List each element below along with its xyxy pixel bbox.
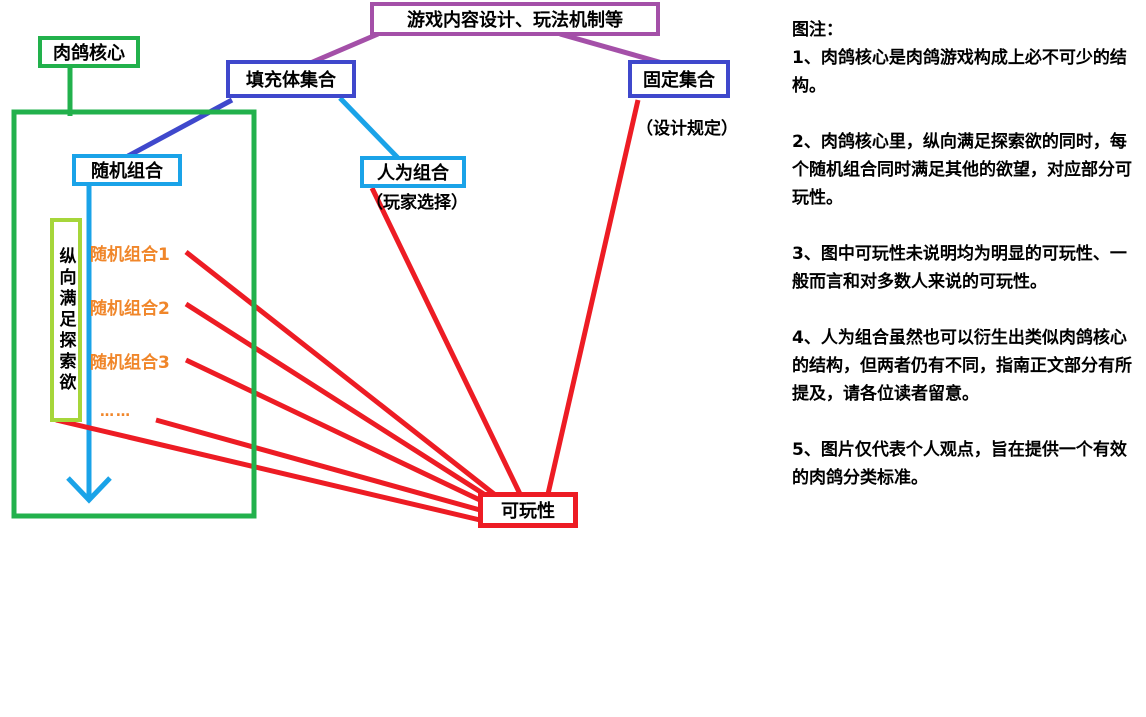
node-random-1: 随机组合1 xyxy=(90,245,170,265)
link-dots-play xyxy=(155,417,481,513)
legend-item-2: 2、肉鸽核心里，纵向满足探索欲的同时，每个随机组合同时满足其他的欲望，对应部分可… xyxy=(792,132,1132,208)
node-random: 随机组合 xyxy=(72,154,182,186)
node-dots: …… xyxy=(100,404,132,420)
link-filler-human xyxy=(338,96,400,160)
node-playability: 可玩性 xyxy=(478,492,578,528)
node-fixed: 固定集合 xyxy=(628,60,730,98)
node-filler: 填充体集合 xyxy=(226,60,356,98)
legend-title: 图注： xyxy=(792,20,843,40)
node-core-text: 肉鸽核心 xyxy=(53,43,125,64)
legend-item-3: 3、图中可玩性未说明均为明显的可玩性、一般而言和对多数人来说的可玩性。 xyxy=(792,244,1127,292)
node-top: 游戏内容设计、玩法机制等 xyxy=(370,2,660,36)
link-r3-play xyxy=(184,357,486,505)
link-human-play xyxy=(369,186,523,496)
legend-item-4: 4、人为组合虽然也可以衍生出类似肉鸽核心的结构，但两者仍有不同，指南正文部分有所… xyxy=(792,328,1132,404)
vertical-arrow-head xyxy=(66,476,112,504)
node-fixed-label: 固定集合 xyxy=(643,70,715,91)
link-r1-play xyxy=(184,250,496,496)
link-filler-random xyxy=(126,97,234,159)
legend-item-1: 1、肉鸽核心是肉鸽游戏构成上必不可少的结构。 xyxy=(792,48,1127,96)
node-fixed-note: （设计规定） xyxy=(636,119,738,139)
node-random-label: 随机组合 xyxy=(91,161,163,182)
node-human-label: 人为组合 xyxy=(377,163,449,184)
node-playability-label: 可玩性 xyxy=(501,501,555,522)
link-top-fixed xyxy=(559,31,667,67)
legend: 图注： 1、肉鸽核心是肉鸽游戏构成上必不可少的结构。 2、肉鸽核心里，纵向满足探… xyxy=(792,16,1132,520)
legend-item-5: 5、图片仅代表个人观点，旨在提供一个有效的肉鸽分类标准。 xyxy=(792,440,1127,488)
core-region xyxy=(11,109,257,519)
node-vertical: 纵向满足探索欲 xyxy=(50,218,82,422)
node-random-2: 随机组合2 xyxy=(90,299,170,319)
link-top-filler xyxy=(307,31,379,67)
node-filler-label: 填充体集合 xyxy=(246,70,336,91)
node-top-label: 游戏内容设计、玩法机制等 xyxy=(407,10,623,31)
node-core-label: 肉鸽核心 xyxy=(38,36,140,68)
node-human-note: （玩家选择） xyxy=(366,193,468,213)
node-human: 人为组合 xyxy=(360,156,466,188)
link-vertical-play xyxy=(55,417,481,523)
node-random-3: 随机组合3 xyxy=(90,353,170,373)
link-r2-play xyxy=(184,301,492,501)
link-fixed-play xyxy=(545,99,641,495)
